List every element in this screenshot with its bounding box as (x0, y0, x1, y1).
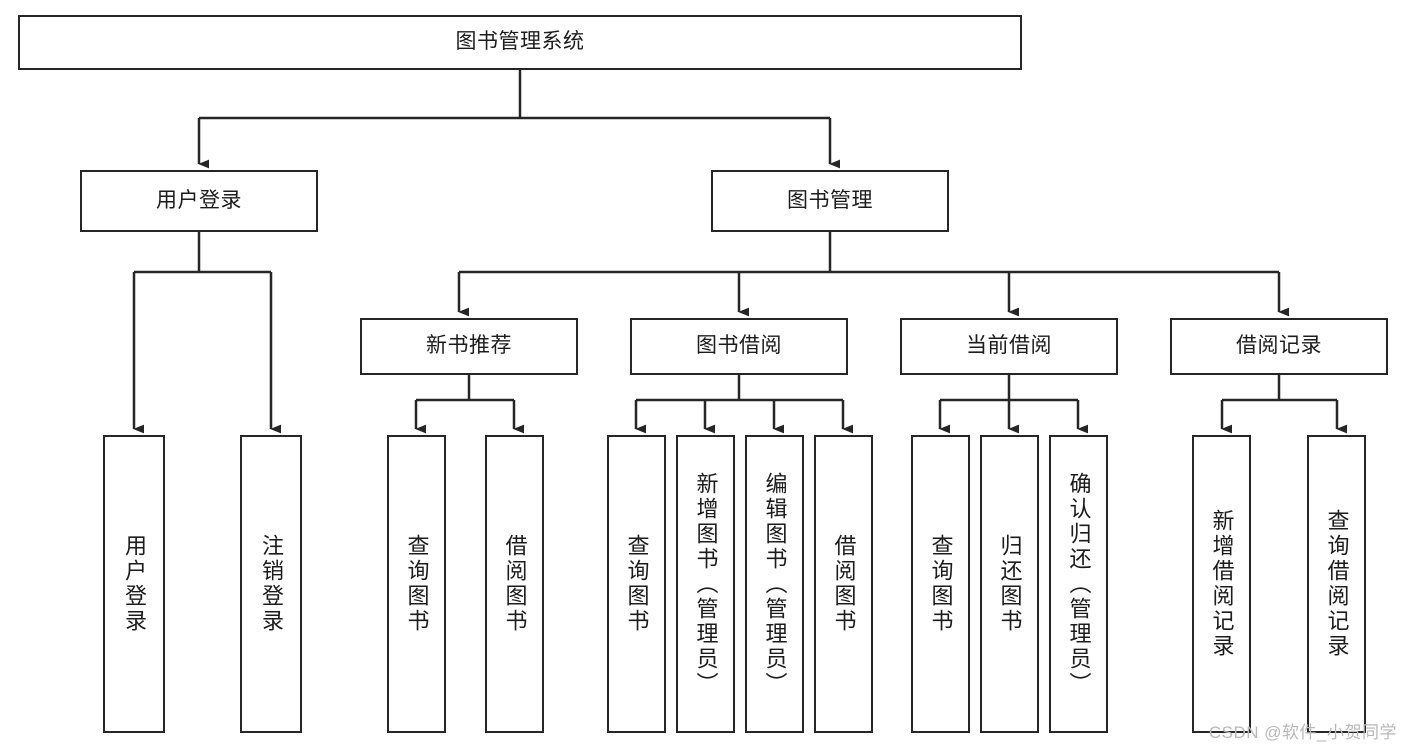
node-leaf-edit-book-label: 编辑图书（管理员） (762, 471, 788, 697)
node-leaf-query-book-2-label: 查询图书 (624, 534, 650, 634)
node-leaf-logout[interactable]: 注销登录 (240, 435, 302, 733)
node-leaf-confirm-return-label: 确认归还（管理员） (1066, 471, 1092, 697)
node-borrow-record-label: 借阅记录 (1236, 334, 1322, 358)
node-book-manage[interactable]: 图书管理 (711, 170, 949, 232)
node-current-borrow[interactable]: 当前借阅 (900, 318, 1118, 375)
node-current-borrow-label: 当前借阅 (966, 334, 1052, 358)
node-leaf-confirm-return[interactable]: 确认归还（管理员） (1049, 435, 1108, 733)
node-leaf-add-record-label: 新增借阅记录 (1209, 509, 1235, 659)
node-leaf-borrow-book-2[interactable]: 借阅图书 (814, 435, 873, 733)
node-leaf-edit-book[interactable]: 编辑图书（管理员） (745, 435, 804, 733)
node-book-borrow[interactable]: 图书借阅 (630, 318, 848, 375)
node-leaf-borrow-book-1-label: 借阅图书 (502, 534, 528, 634)
node-leaf-borrow-book-1[interactable]: 借阅图书 (485, 435, 544, 733)
node-leaf-borrow-book-2-label: 借阅图书 (831, 534, 857, 634)
node-leaf-user-login[interactable]: 用户登录 (103, 435, 165, 733)
node-leaf-logout-label: 注销登录 (259, 534, 284, 634)
node-leaf-user-login-label: 用户登录 (122, 534, 147, 634)
node-root-label: 图书管理系统 (455, 30, 585, 54)
node-leaf-query-book-2[interactable]: 查询图书 (607, 435, 666, 733)
node-leaf-return-book-label: 归还图书 (997, 534, 1023, 634)
node-leaf-add-book-label: 新增图书（管理员） (693, 471, 719, 697)
node-new-book-recommend[interactable]: 新书推荐 (360, 318, 578, 375)
node-leaf-add-book[interactable]: 新增图书（管理员） (676, 435, 735, 733)
node-new-book-recommend-label: 新书推荐 (426, 334, 512, 358)
node-root[interactable]: 图书管理系统 (18, 15, 1022, 70)
node-leaf-add-record[interactable]: 新增借阅记录 (1192, 435, 1251, 733)
node-book-manage-label: 图书管理 (787, 188, 873, 212)
node-leaf-return-book[interactable]: 归还图书 (980, 435, 1039, 733)
node-leaf-query-book-1-label: 查询图书 (404, 534, 430, 634)
node-leaf-query-book-1[interactable]: 查询图书 (387, 435, 446, 733)
node-leaf-query-record[interactable]: 查询借阅记录 (1307, 435, 1366, 733)
node-leaf-query-record-label: 查询借阅记录 (1324, 509, 1350, 659)
node-user-login[interactable]: 用户登录 (80, 170, 318, 232)
node-leaf-query-book-3-label: 查询图书 (928, 534, 954, 634)
node-user-login-label: 用户登录 (156, 188, 242, 212)
node-leaf-query-book-3[interactable]: 查询图书 (911, 435, 970, 733)
node-book-borrow-label: 图书借阅 (696, 334, 782, 358)
node-borrow-record[interactable]: 借阅记录 (1170, 318, 1388, 375)
